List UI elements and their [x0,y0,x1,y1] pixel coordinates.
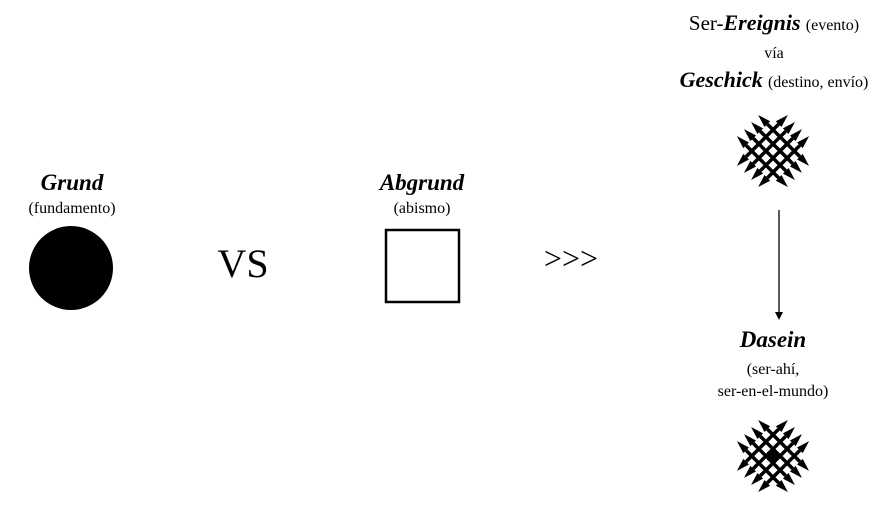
ereignis-title: Ser-Ereignis (evento) [689,10,859,36]
grund-gloss: (fundamento) [28,200,116,217]
ereignis-prefix: Ser- [688,11,724,35]
vs-label: VS [217,241,269,286]
abgrund-term: Abgrund [379,170,465,195]
transition-arrows: >>> [543,240,599,276]
grund-circle [29,226,113,310]
ereignis-grid-symbol [736,114,810,188]
abgrund-square [384,228,461,304]
dasein-grid-symbol [736,419,810,493]
ereignis-via: vía [764,45,784,62]
ereignis-gloss: (evento) [805,17,860,34]
dasein-gloss-line2: ser-en-el-mundo) [717,383,829,400]
ereignis-term: Ereignis [723,10,801,35]
dasein-term: Dasein [739,327,807,352]
geschick-gloss: (destino, envío) [767,74,869,91]
geschick-line: Geschick (destino, envío) [680,67,869,93]
grund-term: Grund [40,170,104,195]
abgrund-gloss: (abismo) [393,200,451,217]
geschick-term: Geschick [679,67,763,92]
dasein-gloss-line1: (ser-ahí, [746,361,800,378]
